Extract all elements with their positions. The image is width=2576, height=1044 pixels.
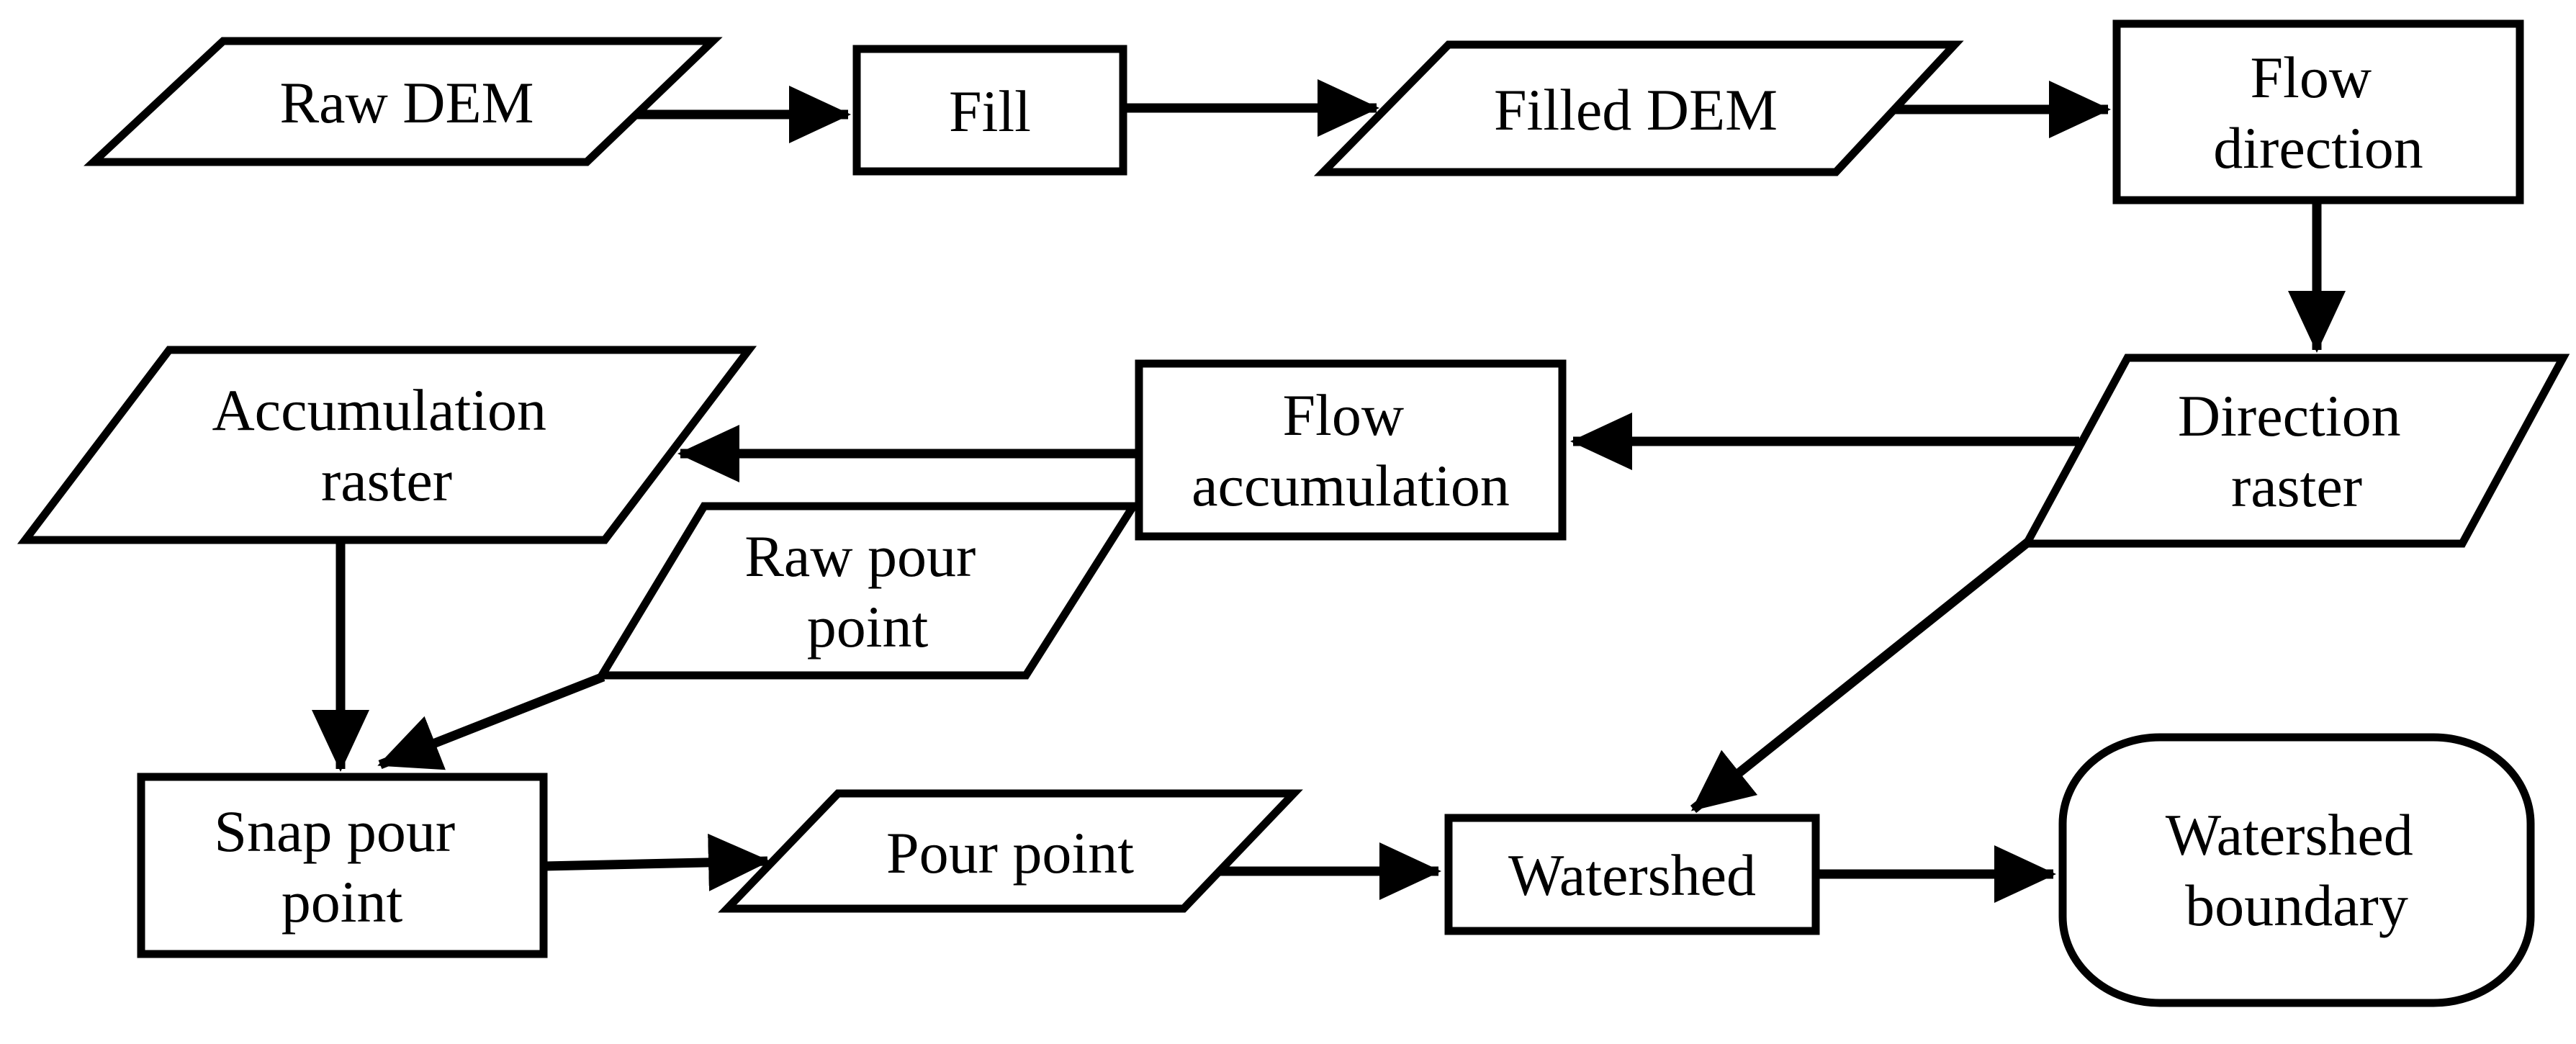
node-watershed-boundary: Watershed boundary [2058, 733, 2535, 1007]
node-flow-direction: Flow direction [2112, 19, 2524, 204]
node-pour-point: Pour point [718, 789, 1303, 913]
filled-dem-parallelogram [1313, 40, 1964, 176]
arrow-raw-pour-point-to-snap-pour-point [377, 672, 605, 770]
node-flow-accumulation: Flow accumulation [1135, 359, 1567, 541]
watershed-boundary-rounded-rectangle [2058, 733, 2535, 1007]
filled-dem-label: Filled DEM [1494, 77, 1778, 143]
flow-accumulation-label: Flow accumulation [1192, 382, 1510, 518]
node-raw-pour-point: Raw pour point [595, 502, 1140, 680]
raw-pour-point-label: Raw pour point [744, 523, 991, 660]
fill-rectangle [852, 45, 1127, 176]
arrows [312, 79, 2346, 903]
accumulation-raster-parallelogram [17, 346, 757, 544]
arrow-snap-pour-point-to-pour-point [543, 833, 770, 891]
raw-pour-point-parallelogram [595, 502, 1140, 680]
node-snap-pour-point: Snap pour point [137, 773, 548, 958]
direction-raster-parallelogram [2019, 354, 2570, 548]
node-filled-dem: Filled DEM [1313, 40, 1964, 176]
pour-point-label: Pour point [886, 820, 1134, 886]
direction-raster-label: Direction raster [2178, 383, 2415, 519]
node-watershed: Watershed [1444, 814, 1820, 935]
flow-accumulation-rectangle [1135, 359, 1567, 541]
node-direction-raster: Direction raster [2019, 354, 2570, 548]
accumulation-raster-label: Accumulation raster [212, 377, 561, 513]
arrow-direction-raster-to-watershed [1690, 537, 2032, 814]
watershed-boundary-label: Watershed boundary [2166, 802, 2428, 938]
snap-pour-point-label: Snap pour point [214, 798, 469, 935]
node-fill: Fill [852, 45, 1127, 176]
pour-point-parallelogram [718, 789, 1303, 913]
watershed-label: Watershed [1508, 842, 1756, 908]
raw-dem-parallelogram [84, 37, 723, 166]
fill-label: Fill [949, 78, 1031, 144]
flow-direction-rectangle [2112, 19, 2524, 204]
node-raw-dem: Raw DEM [84, 37, 723, 166]
watershed-rectangle [1444, 814, 1820, 935]
node-accumulation-raster: Accumulation raster [17, 346, 757, 544]
flow-direction-label: Flow direction [2213, 45, 2423, 181]
snap-pour-point-rectangle [137, 773, 548, 958]
raw-dem-label: Raw DEM [279, 70, 533, 135]
